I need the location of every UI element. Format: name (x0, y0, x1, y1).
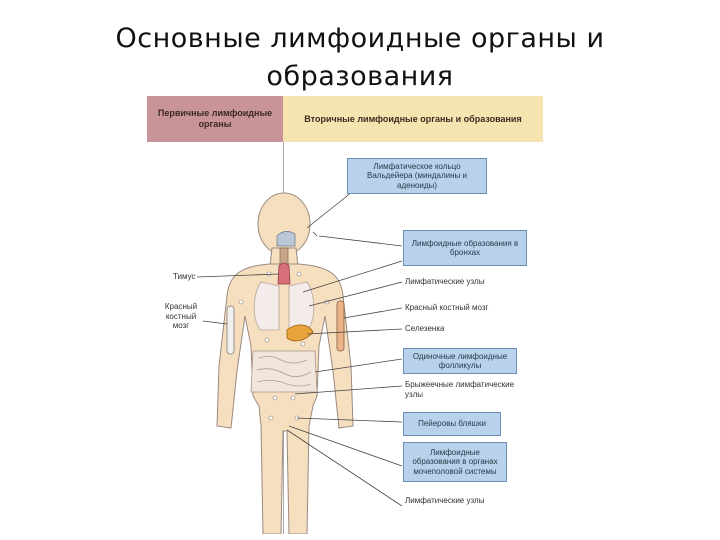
label-lymph-nodes-2: Лимфатические узлы (405, 496, 485, 505)
slide-title: Основные лимфоидные органы и образования (0, 20, 720, 96)
spleen-shape (286, 324, 314, 342)
box-urogenital-lymphoid: Лимфоидные образования в органах мочепол… (403, 442, 507, 482)
label-red-marrow-primary: Красный костный мозг (164, 302, 198, 330)
left-arm-bone-shape (226, 305, 235, 355)
label-red-marrow-secondary: Красный костный мозг (405, 303, 489, 312)
tonsils-shape (276, 231, 296, 247)
body-illustration (196, 191, 403, 534)
box-solitary-follicles: Одиночные лимфоидные фолликулы (403, 348, 517, 374)
header-primary-organs: Первичные лимфоидные органы (147, 96, 283, 142)
intestine-loops-shape (256, 356, 312, 387)
torso-shape (216, 263, 354, 534)
label-spleen: Селезенка (405, 324, 445, 333)
right-arm-bone-shape (336, 300, 345, 352)
header-secondary-organs: Вторичные лимфоидные органы и образовани… (283, 96, 543, 142)
slide-title-line-2: образования (266, 61, 454, 92)
box-waldeyer-ring: Лимфатическое кольцо Вальдейера (миндали… (347, 158, 487, 194)
lymphoid-organs-figure: Первичные лимфоидные органы Вторичные ли… (147, 96, 543, 534)
box-bronchi-lymphoid: Лимфоидные образования в бронхах (403, 230, 527, 266)
left-lung-shape (253, 281, 280, 331)
label-thymus: Тимус (173, 272, 196, 281)
label-lymph-nodes-1: Лимфатические узлы (405, 277, 485, 286)
slide-title-line-1: Основные лимфоидные органы и (115, 23, 605, 54)
box-peyer-patches: Пейеровы бляшки (403, 412, 501, 436)
label-mesenteric-nodes: Брыжеечные лимфатические узлы (405, 380, 515, 399)
thymus-shape (277, 262, 291, 285)
